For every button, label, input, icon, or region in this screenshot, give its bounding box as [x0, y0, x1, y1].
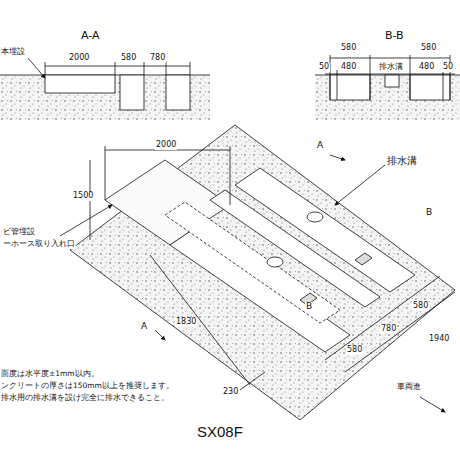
dimension-label: 230	[222, 388, 239, 397]
dimension-label: 50	[442, 63, 454, 72]
dimension-label: 580	[420, 44, 437, 53]
dimension-label: 1500	[72, 192, 94, 201]
dimension-label: 580	[412, 302, 429, 311]
dimension-label: 780	[149, 54, 166, 63]
dimension-label: 排水溝	[386, 155, 418, 166]
dimension-label: 2000	[155, 141, 177, 150]
dimension-label: A-A	[80, 30, 101, 42]
model-caption: SX08F	[196, 424, 244, 441]
dimension-label: ンクリートの厚さは150mm以上を推奨します。	[0, 382, 175, 390]
dimension-label: 580	[346, 346, 363, 355]
dimension-label: A	[316, 141, 324, 151]
dimension-label: 1830	[175, 318, 197, 327]
dimension-label: A	[140, 322, 148, 332]
dimension-label: ーホース取り入れ口	[2, 240, 76, 249]
dimension-label: 480	[418, 63, 435, 72]
dimension-label: B-B	[384, 30, 405, 42]
dimension-label: 面度は水平度±1mm以内。	[0, 370, 100, 378]
dimension-label: B	[425, 208, 433, 218]
dimension-label: 2000	[68, 54, 90, 63]
dimension-label: ビ管埋設	[2, 228, 36, 237]
dimension-label: B	[305, 302, 313, 312]
dimension-label: 480	[340, 63, 357, 72]
dimension-label: 車両進	[396, 383, 422, 392]
dimension-label: 排水用の排水溝を設け完全に排水できること。	[0, 394, 170, 402]
dimension-label: 本埋設	[0, 48, 26, 57]
dimension-label: 580	[120, 54, 137, 63]
dimension-label: 50	[318, 63, 330, 72]
dimension-label: 排水溝	[378, 63, 404, 72]
dimension-label: 780	[380, 325, 397, 334]
dimension-label: 1940	[428, 335, 450, 344]
dimension-label: 580	[340, 44, 357, 53]
